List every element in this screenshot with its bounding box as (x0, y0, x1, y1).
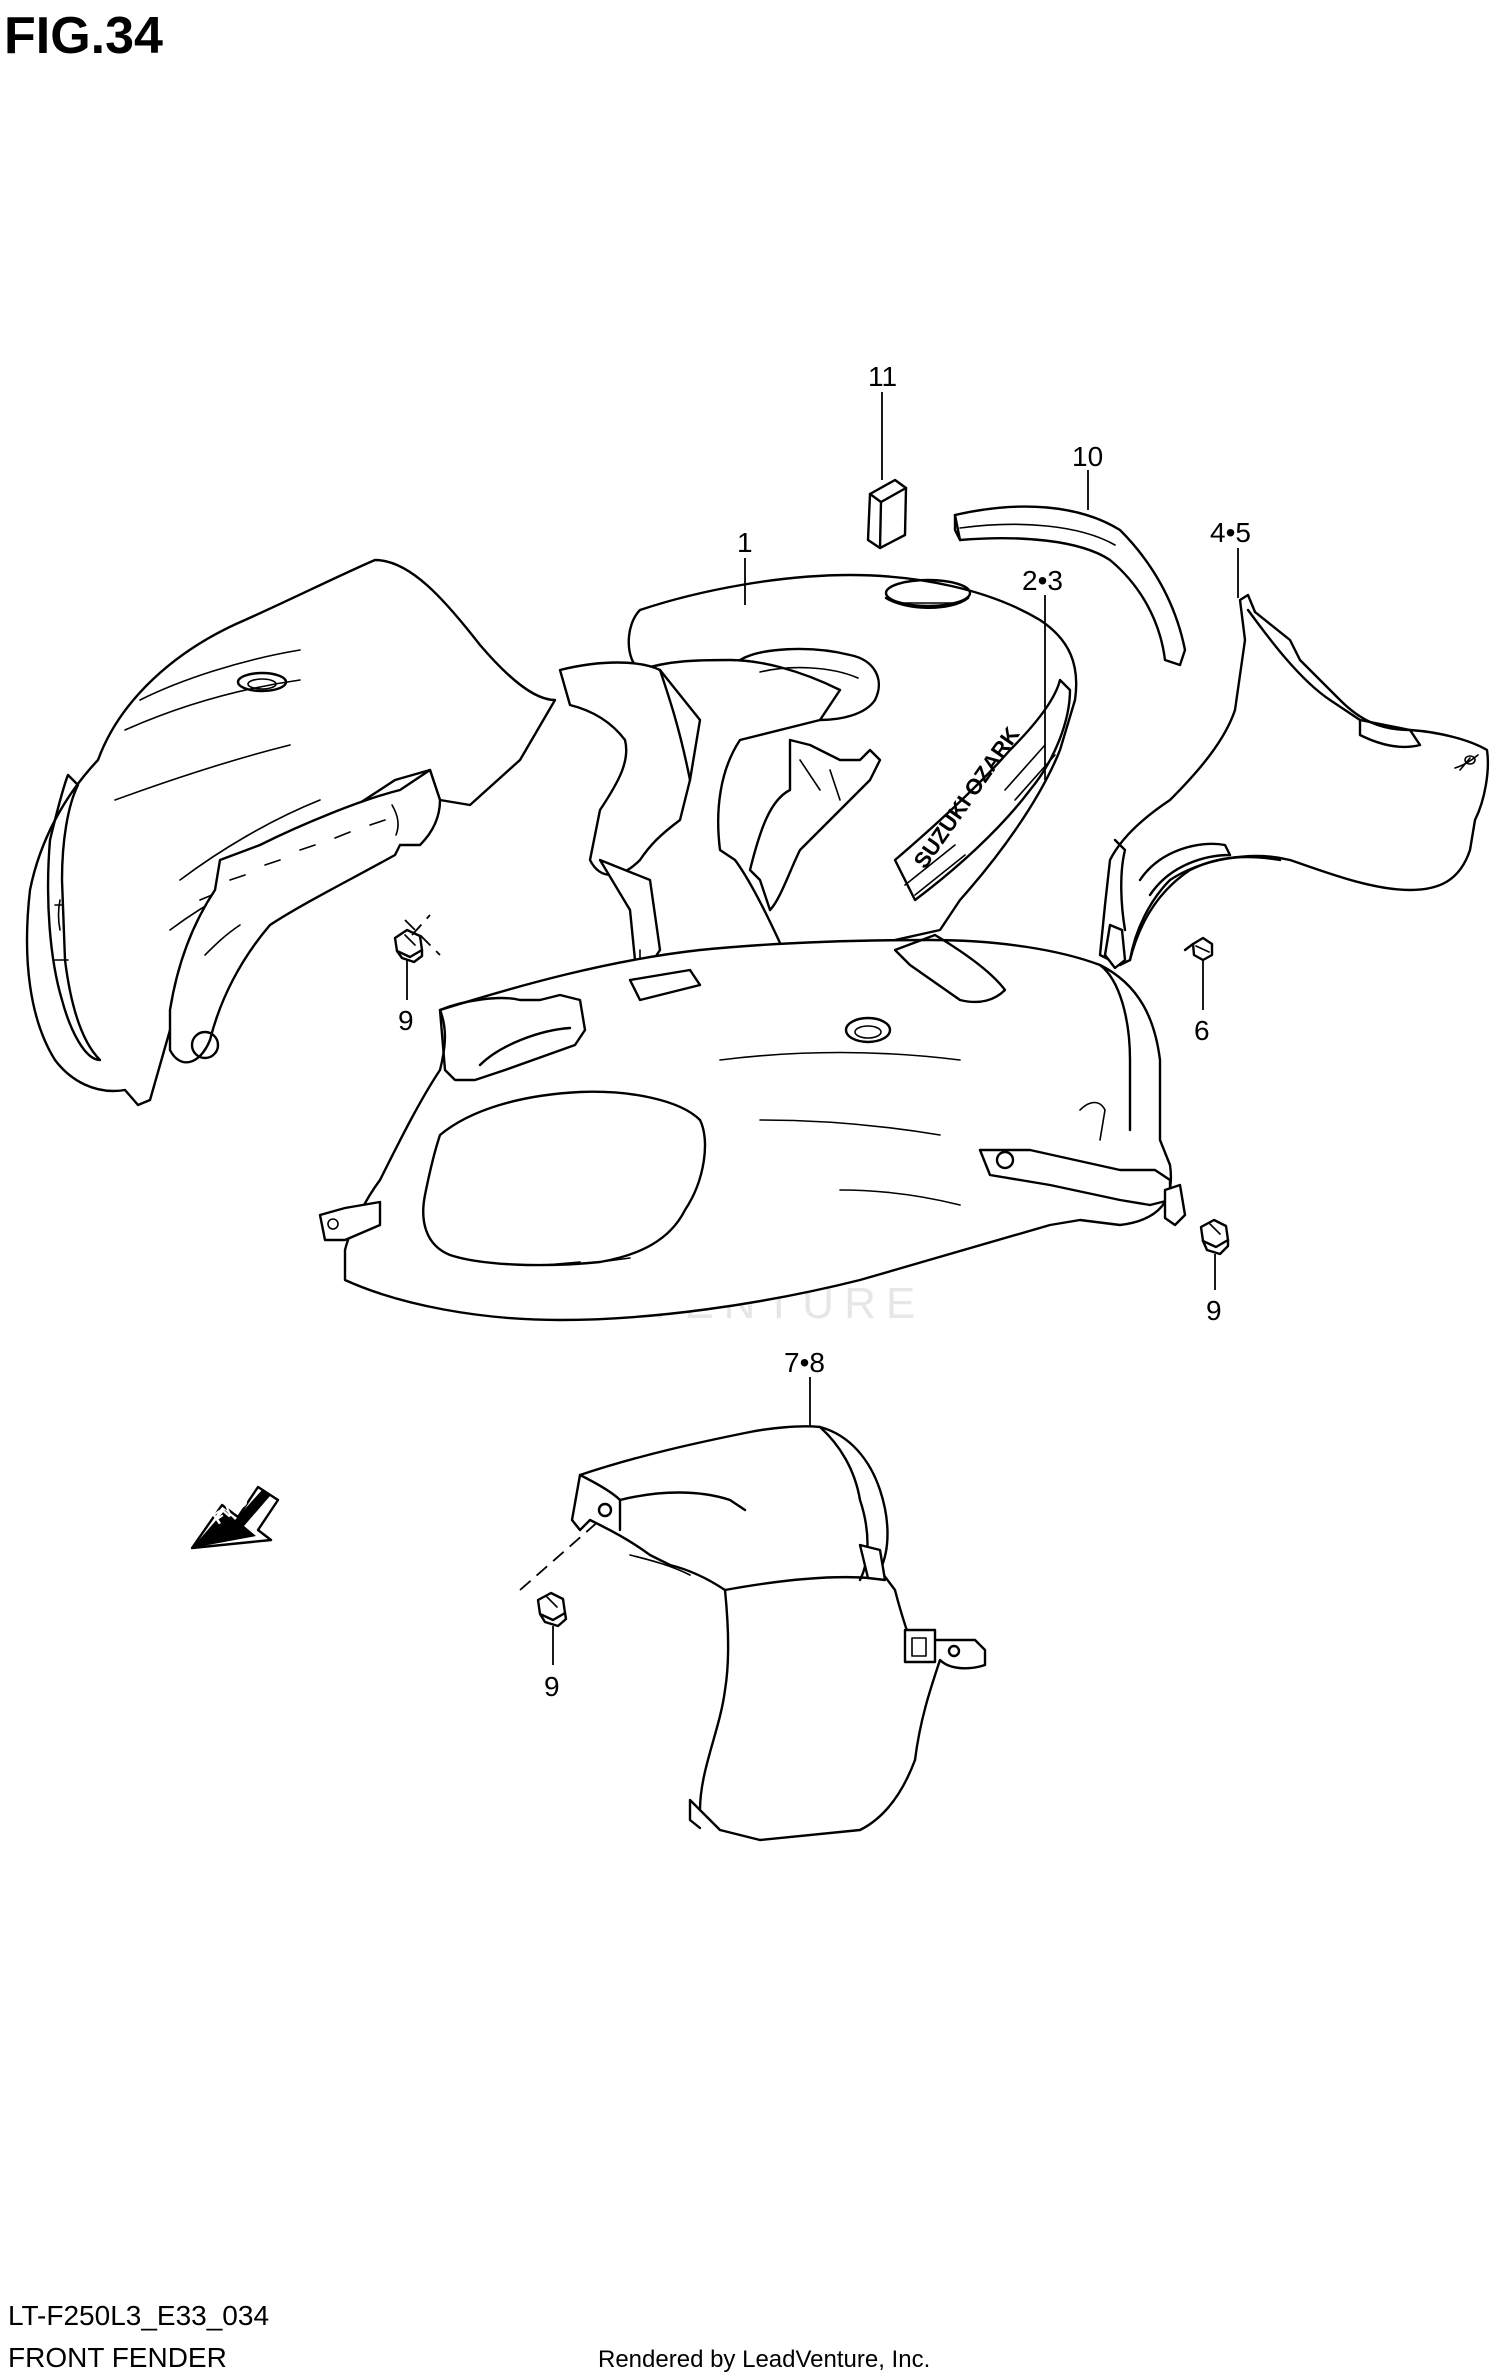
callout-2-3: 2•3 (1022, 565, 1063, 596)
figure-title: FIG.34 (4, 7, 163, 65)
callout-6: 6 (1194, 1015, 1210, 1046)
callout-10: 10 (1072, 441, 1103, 472)
callout-11: 11 (868, 361, 897, 392)
figure-code: LT-F250L3_E33_034 (8, 2300, 270, 2331)
part-9-screw-right[interactable] (1199, 1218, 1230, 1256)
callout-9-bottom: 9 (544, 1671, 560, 1702)
part-4-5-side-panel[interactable] (1098, 593, 1490, 970)
part-9-screw-bottom[interactable] (536, 1591, 568, 1628)
part-7-8-mud-guard[interactable] (570, 1425, 987, 1842)
figure-name: FRONT FENDER (8, 2342, 227, 2373)
callout-4-5: 4•5 (1210, 517, 1251, 548)
callout-7-8: 7•8 (784, 1347, 825, 1378)
part-6-clip[interactable] (1183, 936, 1214, 962)
leader-lines (404, 392, 1239, 1665)
callouts: 11 10 1 2•3 4•5 9 6 9 7•8 9 (398, 361, 1251, 1702)
callout-9-left: 9 (398, 1005, 414, 1036)
part-10-strip[interactable] (953, 505, 1187, 667)
part-9-screw-left[interactable] (393, 928, 424, 964)
callout-9-right: 9 (1206, 1295, 1222, 1326)
rendered-by-credit: Rendered by LeadVenture, Inc. (598, 2346, 931, 2373)
callout-1: 1 (737, 527, 753, 558)
fwd-direction-arrow: FWD (190, 1485, 280, 1550)
part-11-block[interactable] (866, 478, 908, 550)
part-1-front-fender[interactable]: SUZUKI OZARK (25, 558, 1187, 1322)
